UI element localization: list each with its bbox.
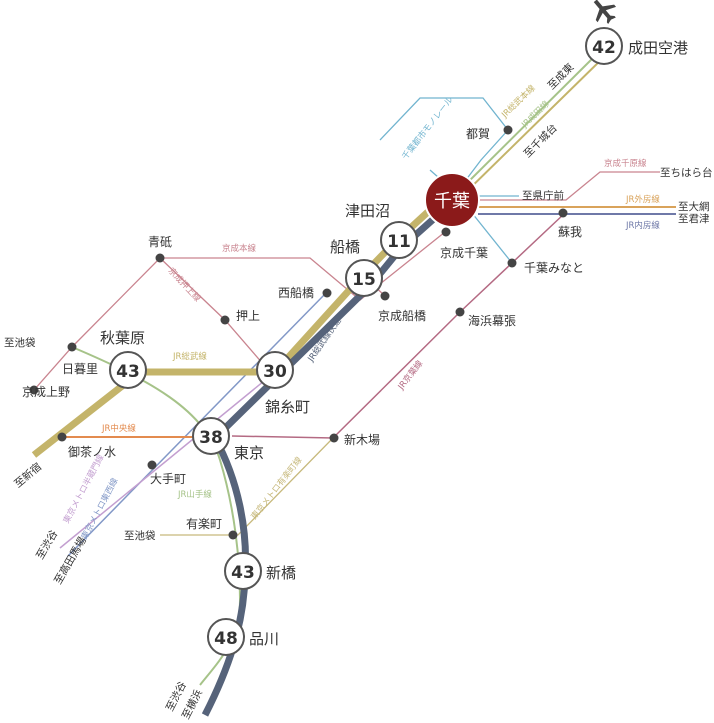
time-circle-funabashi: 15 bbox=[345, 259, 383, 297]
narita-line bbox=[454, 49, 602, 196]
time-circle-shinagawa: 48 bbox=[207, 618, 245, 656]
label-ochanomizu: 御茶ノ水 bbox=[68, 444, 116, 459]
label-akihabara: 秋葉原 bbox=[100, 329, 145, 347]
airplane-icon bbox=[593, 0, 617, 24]
line-label-chihara: 京成千原線 bbox=[604, 158, 647, 169]
time-circle-tsudanuma: 11 bbox=[380, 221, 418, 259]
line-label-uchibo: JR内房線 bbox=[625, 220, 660, 231]
svg-text:43: 43 bbox=[116, 362, 140, 382]
label-otemachi: 大手町 bbox=[150, 472, 186, 486]
dest-oami: 至大網 bbox=[678, 200, 710, 213]
label-shinagawa: 品川 bbox=[249, 630, 279, 648]
svg-text:38: 38 bbox=[199, 428, 223, 448]
label-oshiage: 押上 bbox=[236, 309, 260, 323]
svg-text:11: 11 bbox=[387, 232, 411, 252]
label-funabashi: 船橋 bbox=[330, 238, 360, 256]
line-label-jr-sobu: JR総武線 bbox=[172, 351, 207, 362]
label-shin-kiba: 新木場 bbox=[344, 432, 380, 447]
label-keisei-ueno: 京成上野 bbox=[22, 385, 70, 399]
label-yurakucho: 有楽町 bbox=[186, 517, 222, 531]
label-aoto: 青砥 bbox=[148, 235, 172, 249]
time-circle-akihabara: 43 bbox=[109, 351, 147, 389]
station-dots bbox=[29, 125, 568, 540]
label-nishi-funabashi: 西船橋 bbox=[278, 286, 314, 300]
dest-takadanobaba: 至高田馬場 bbox=[51, 534, 89, 586]
label-kinshicho: 錦糸町 bbox=[265, 398, 310, 416]
time-circle-tokyo: 38 bbox=[192, 417, 230, 455]
dest-shibuya: 至渋谷 bbox=[33, 527, 60, 561]
hub-chiba: 千葉 bbox=[424, 172, 480, 228]
svg-text:43: 43 bbox=[231, 563, 255, 583]
label-kaihin-makuhari: 海浜幕張 bbox=[468, 313, 516, 328]
dest-shinjuku: 至新宿 bbox=[12, 460, 44, 490]
label-shimbashi: 新橋 bbox=[266, 564, 296, 582]
hanzomon-line bbox=[59, 371, 276, 549]
svg-text:48: 48 bbox=[214, 629, 238, 649]
yurakucho-line bbox=[160, 437, 334, 536]
dest-kisarazu: 至君津 bbox=[678, 213, 710, 225]
line-label-monorail: 千葉都市モノレール bbox=[400, 94, 456, 161]
line-label-keiyo: JR京葉線 bbox=[395, 358, 425, 393]
label-togane: 都賀 bbox=[466, 127, 490, 141]
dest-kencho: 至県庁前 bbox=[522, 189, 564, 202]
time-circle-narita: 42 bbox=[585, 27, 623, 65]
time-circle-shimbashi: 43 bbox=[224, 552, 262, 590]
svg-text:千葉: 千葉 bbox=[434, 191, 470, 212]
line-label-yurakucho: 東京メトロ有楽町線 bbox=[249, 454, 305, 521]
label-soga: 蘇我 bbox=[558, 225, 582, 239]
label-keisei-chiba: 京成千葉 bbox=[440, 246, 488, 260]
label-keisei-funabashi: 京成船橋 bbox=[378, 309, 426, 323]
label-nippori: 日暮里 bbox=[62, 362, 98, 376]
line-label-keisei-main: 京成本線 bbox=[222, 243, 257, 254]
label-tsudanuma: 津田沼 bbox=[345, 202, 390, 220]
svg-text:15: 15 bbox=[352, 270, 376, 290]
line-label-keisei-oshiage: 京成押上線 bbox=[166, 266, 203, 305]
dest-ikebukuro-n: 至池袋 bbox=[4, 336, 36, 349]
sobu-main-line bbox=[460, 53, 608, 198]
line-label-sotobo: JR外房線 bbox=[625, 194, 660, 205]
line-label-yamanote: JR山手線 bbox=[177, 489, 212, 500]
svg-text:30: 30 bbox=[263, 362, 287, 382]
label-tokyo: 東京 bbox=[234, 444, 264, 462]
line-label-chuo: JR中央線 bbox=[101, 423, 136, 434]
label-chiba-minato: 千葉みなと bbox=[524, 261, 584, 275]
label-narita: 成田空港 bbox=[628, 39, 688, 57]
dest-ikebukuro-s: 至池袋 bbox=[124, 529, 156, 542]
time-circle-kinshicho: 30 bbox=[256, 351, 294, 389]
dest-chiharadai: 至ちはら台 bbox=[660, 166, 713, 179]
keisei-chihara-line bbox=[478, 171, 660, 201]
svg-text:42: 42 bbox=[592, 38, 616, 58]
